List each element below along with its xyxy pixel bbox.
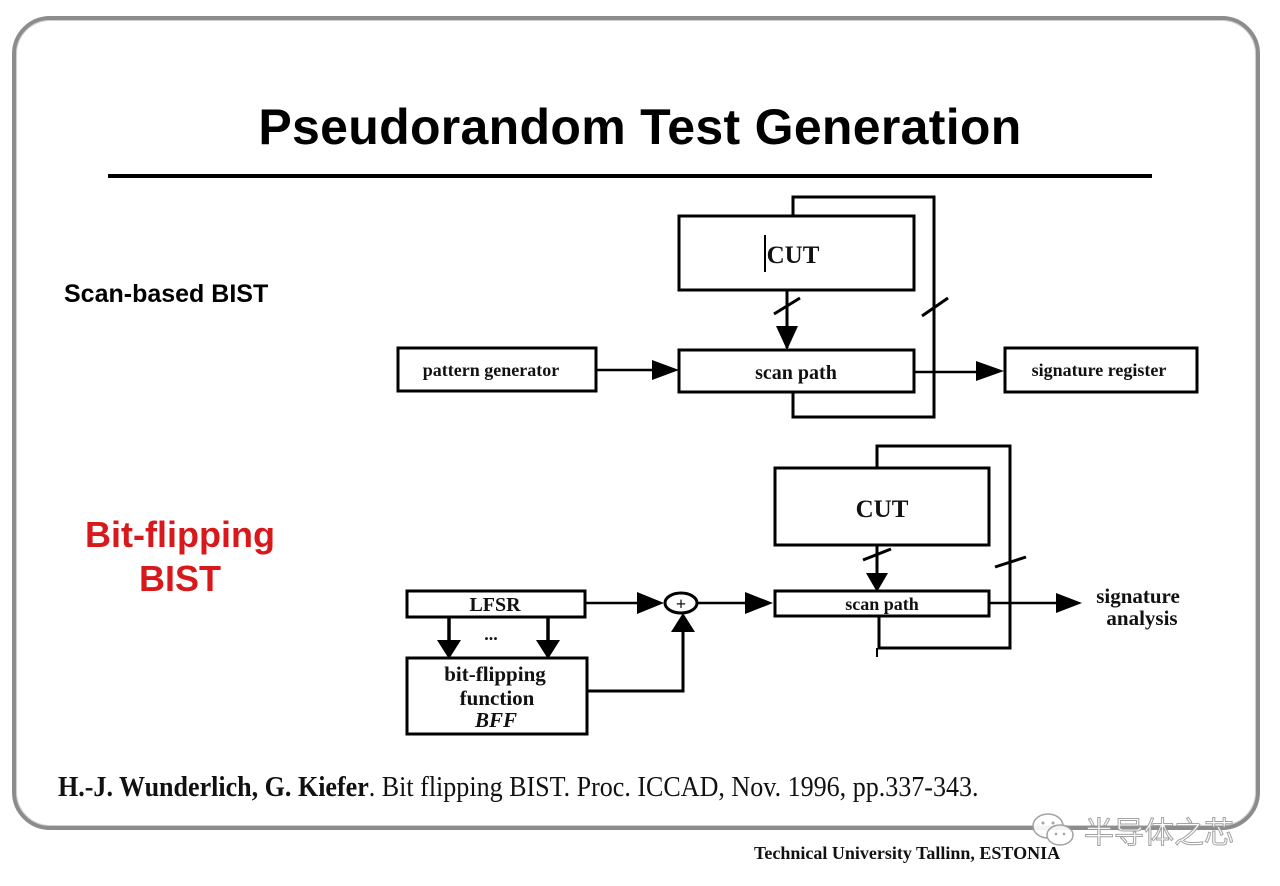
scan-based-bist-label: Scan-based BIST <box>64 280 269 308</box>
slide-frame <box>12 16 1260 830</box>
bit-flipping-diagram: CUT scan path signature analysis LFSR + … <box>405 444 1180 736</box>
title-divider <box>108 174 1152 178</box>
bff-label-line1: bit-flipping <box>444 662 546 686</box>
bottom-loop-bus-slash <box>994 555 1027 569</box>
signature-analysis-line2: analysis <box>1106 606 1177 630</box>
bottom-cut-bus-slash <box>862 547 892 562</box>
pattern-generator-label: pattern generator <box>423 360 559 380</box>
bottom-cut-to-scan-arrowhead <box>866 573 888 592</box>
signature-analysis-line1: signature <box>1096 584 1180 608</box>
bottom-feedback-loop <box>875 444 1012 650</box>
lfsr-to-bff-arrowhead-left <box>437 640 461 659</box>
lfsr-to-bff-arrowhead-right <box>536 640 560 659</box>
bottom-cut-box <box>773 466 991 547</box>
top-loop-bus-slash <box>921 296 949 318</box>
reference-authors: H.-J. Wunderlich, G. Kiefer <box>58 772 369 803</box>
bff-label-line2: function <box>460 686 535 710</box>
affiliation: Technical University Tallinn, ESTONIA <box>754 843 1061 863</box>
bff-label-line3: BFF <box>474 708 517 732</box>
signature-register-box <box>1003 346 1199 394</box>
bottom-cut-label: CUT <box>856 496 909 523</box>
top-cut-label: CUT <box>767 242 820 269</box>
reference-details: . Bit flipping BIST. Proc. ICCAD, Nov. 1… <box>368 772 979 803</box>
bit-flipping-label-line1: Bit-flipping <box>85 514 275 555</box>
bff-to-xor-line <box>587 624 685 693</box>
watermark-text: 半导体之芯 <box>1084 816 1235 852</box>
bottom-scan-path-box <box>773 589 991 618</box>
top-cut-bus-slash <box>773 296 801 316</box>
bit-flipping-bist-label: Bit-flipping BIST <box>60 513 300 601</box>
slide-title: Pseudorandom Test Generation <box>258 99 1022 155</box>
lfsr-bff-ellipsis: ... <box>484 624 498 644</box>
scan-to-signature-analysis-arrowhead <box>1056 593 1082 613</box>
bff-to-xor-arrowhead <box>671 613 695 632</box>
scan-based-diagram: CUT scan path pattern generator signatur… <box>396 195 1199 419</box>
top-cut-box <box>677 214 916 292</box>
signature-register-label: signature register <box>1032 360 1167 380</box>
lfsr-label: LFSR <box>469 594 521 616</box>
pattern-generator-box <box>396 346 598 393</box>
top-scan-path-box <box>677 348 916 394</box>
top-scan-path-label: scan path <box>755 362 837 384</box>
scan-to-signature-arrowhead <box>976 361 1004 381</box>
bottom-scan-path-label: scan path <box>845 594 919 614</box>
reference-citation: H.-J. Wunderlich, G. Kiefer. Bit flippin… <box>58 772 979 804</box>
xor-to-scan-arrowhead <box>745 592 773 614</box>
watermark: 半导体之芯 <box>1030 808 1235 852</box>
wechat-icon <box>1032 813 1074 846</box>
bit-flipping-label-line2: BIST <box>138 558 221 599</box>
bff-box <box>405 656 589 736</box>
lfsr-to-xor-arrowhead <box>637 592 664 614</box>
pattern-to-scan-arrowhead <box>652 360 679 380</box>
top-cut-to-scan-arrowhead <box>776 326 798 350</box>
xor-symbol: + <box>676 594 686 614</box>
